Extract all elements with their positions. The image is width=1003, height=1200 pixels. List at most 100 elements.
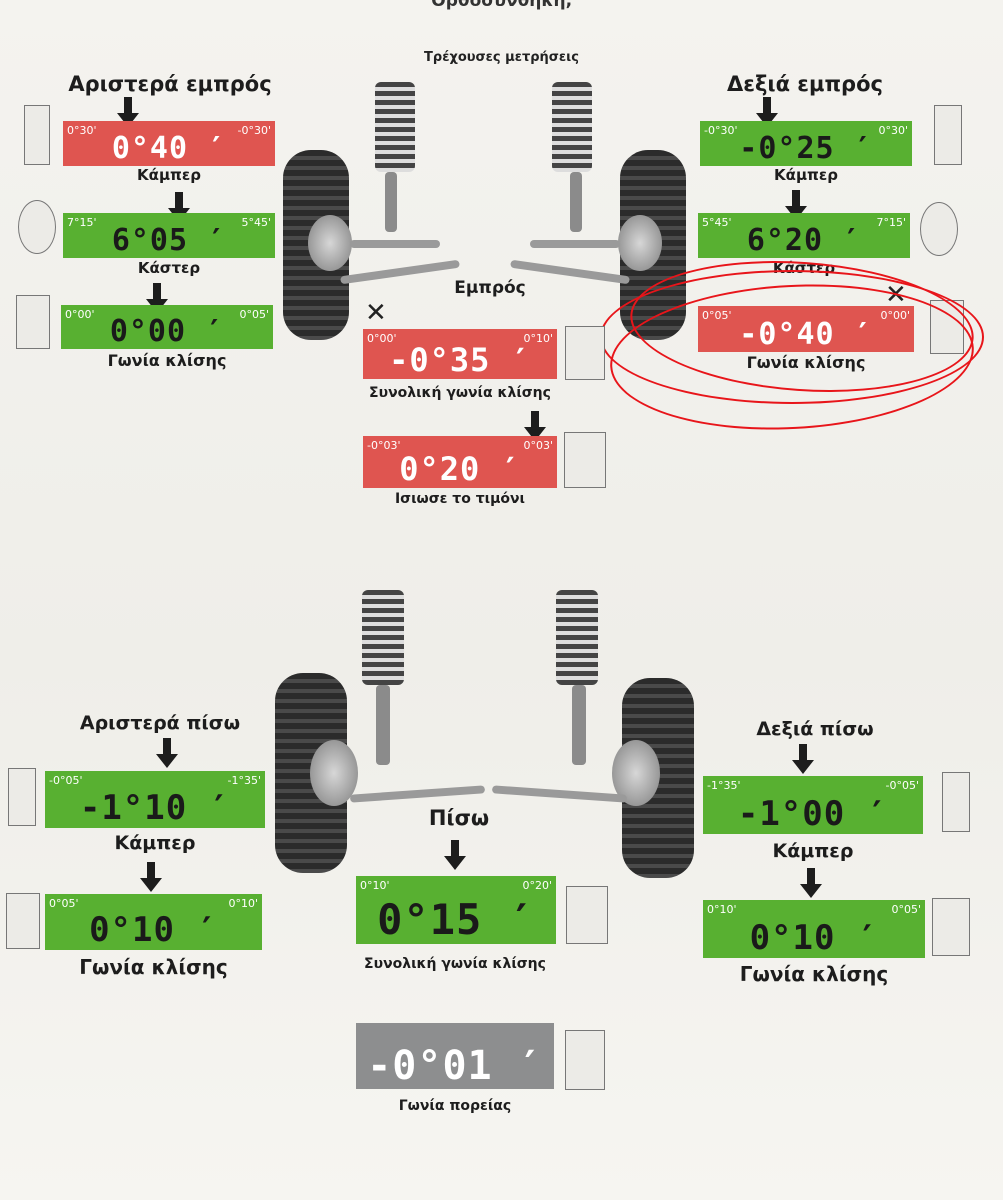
front-left-shock [385, 172, 397, 232]
right-front-title: Δεξιά εμπρός [727, 72, 883, 96]
right-rear-camber-max: -0°05' [885, 779, 920, 792]
rear-left-shock [376, 685, 390, 765]
left-front-camber-gauge: 0°30' -0°30' 0°40 ′ [63, 121, 275, 166]
steering-max: 0°03' [523, 439, 553, 452]
right-rear-camber-gauge: -1°35' -0°05' -1°00 ′ [703, 776, 923, 834]
steering-min: -0°03' [367, 439, 401, 452]
rear-right-shock [572, 685, 586, 765]
left-rear-toe-min: 0°05' [49, 897, 79, 910]
right-rear-camber-label: Κάμπερ [772, 840, 854, 862]
rear-right-spring [556, 590, 598, 685]
rear-total-toe-min: 0°10' [360, 879, 390, 892]
right-rear-title: Δεξιά πίσω [756, 718, 874, 740]
right-rear-toe-gauge: 0°10' 0°05' 0°10 ′ [703, 900, 925, 958]
rear-right-link [491, 785, 628, 803]
left-front-caster-max: 5°45' [241, 216, 271, 229]
right-front-caster-max: 7°15' [876, 216, 906, 229]
left-rear-title: Αριστερά πίσω [79, 712, 241, 734]
rear-total-toe-arrow [444, 840, 466, 872]
thrust-angle-label: Γωνία πορείας [398, 1098, 512, 1114]
left-front-camber-label: Κάμπερ [137, 166, 201, 184]
rear-total-toe-icon [566, 886, 608, 944]
left-rear-toe-gauge: 0°05' 0°10' 0°10 ′ [45, 894, 262, 950]
thrust-angle-value: -0°01 ′ [367, 1043, 543, 1089]
steering-gauge: -0°03' 0°03' 0°20 ′ [363, 436, 557, 488]
front-total-toe-gauge: 0°00' 0°10' -0°35 ′ [363, 329, 557, 379]
rear-total-toe-value: 0°15 ′ [377, 895, 535, 944]
rear-total-toe-label: Συνολική γωνία κλίσης [364, 956, 546, 972]
left-front-caster-label: Κάστερ [137, 259, 201, 277]
right-rear-camber-value: -1°00 ′ [737, 794, 889, 834]
caster-wheel-icon [18, 200, 56, 254]
left-rear-camber-max: -1°35' [227, 774, 262, 787]
right-front-camber-label: Κάμπερ [774, 166, 838, 184]
left-front-camber-max: -0°30' [237, 124, 272, 137]
right-front-caster-value: 6°20 ′ [746, 223, 862, 258]
left-front-toe-gauge: 0°00' 0°05' 0°00 ′ [61, 305, 273, 349]
rear-left-spring [362, 590, 404, 685]
steering-value: 0°20 ′ [399, 450, 521, 488]
rear-section-label: Πίσω [428, 806, 490, 830]
right-front-caster-min: 5°45' [702, 216, 732, 229]
right-front-camber-max: 0°30' [878, 124, 908, 137]
total-toe-x-mark: ✕ [365, 298, 387, 328]
left-rear-toe-max: 0°10' [228, 897, 258, 910]
front-right-tie-rod [530, 240, 620, 248]
right-front-camber-gauge: -0°30' 0°30' -0°25 ′ [700, 121, 912, 166]
rear-total-toe-gauge: 0°10' 0°20' 0°15 ′ [356, 876, 556, 944]
left-rear-camber-label: Κάμπερ [114, 832, 196, 854]
front-right-hub [618, 215, 662, 271]
camber-diagram-icon [24, 105, 50, 165]
steering-label: Ισιωσε το τιμόνι [394, 491, 526, 507]
left-front-caster-gauge: 7°15' 5°45' 6°05 ′ [63, 213, 275, 258]
right-front-camber-min: -0°30' [704, 124, 738, 137]
thrust-angle-gauge: -0°01 ′ [356, 1023, 554, 1089]
left-rear-toe-label: Γωνία κλίσης [79, 955, 228, 979]
left-rear-camber-min: -0°05' [49, 774, 83, 787]
left-rear-camber-arrow [156, 738, 178, 770]
front-right-shock [570, 172, 582, 232]
left-rear-toe-arrow [140, 862, 162, 894]
front-left-hub [308, 215, 352, 271]
left-front-toe-label: Γωνία κλίσης [107, 351, 227, 370]
left-front-toe-min: 0°00' [65, 308, 95, 321]
rear-toe-icon-right [932, 898, 970, 956]
right-rear-toe-value: 0°10 ′ [749, 918, 879, 958]
right-rear-camber-min: -1°35' [707, 779, 741, 792]
cut-page-heading: Όρθοσυνθήκη; [430, 0, 573, 11]
right-rear-toe-arrow [800, 868, 822, 900]
right-rear-toe-min: 0°10' [707, 903, 737, 916]
front-right-spring [552, 82, 592, 172]
rear-total-toe-max: 0°20' [522, 879, 552, 892]
right-rear-toe-label: Γωνία κλίσης [739, 962, 889, 986]
right-front-caster-gauge: 5°45' 7°15' 6°20 ′ [698, 213, 910, 258]
front-total-toe-label: Συνολική γωνία κλίσης [369, 385, 551, 401]
front-left-tie-rod [350, 240, 440, 248]
rear-toe-icon [6, 893, 40, 949]
camber-diagram-icon-right [934, 105, 962, 165]
front-total-toe-min: 0°00' [367, 332, 397, 345]
total-toe-icon [565, 326, 605, 380]
right-rear-camber-arrow [792, 744, 814, 776]
left-front-caster-value: 6°05 ′ [111, 223, 227, 258]
left-front-camber-min: 0°30' [67, 124, 97, 137]
left-rear-camber-gauge: -0°05' -1°35' -1°10 ′ [45, 771, 265, 828]
front-total-toe-value: -0°35 ′ [389, 341, 531, 379]
rear-camber-icon [8, 768, 36, 826]
current-measurements-heading: Τρέχουσες μετρήσεις [424, 50, 579, 65]
front-section-label: Εμπρός [454, 278, 526, 298]
toe-diagram-icon [16, 295, 50, 349]
right-rear-toe-max: 0°05' [891, 903, 921, 916]
left-front-camber-value: 0°40 ′ [111, 131, 227, 166]
steering-icon [564, 432, 606, 488]
left-front-caster-min: 7°15' [67, 216, 97, 229]
right-front-camber-value: -0°25 ′ [739, 131, 873, 166]
rear-left-link [349, 785, 486, 803]
thrust-angle-icon [565, 1030, 605, 1090]
front-left-spring [375, 82, 415, 172]
left-rear-camber-value: -1°10 ′ [79, 788, 231, 828]
left-rear-toe-value: 0°10 ′ [89, 910, 218, 950]
front-total-toe-max: 0°10' [523, 332, 553, 345]
caster-wheel-icon-right [920, 202, 958, 256]
